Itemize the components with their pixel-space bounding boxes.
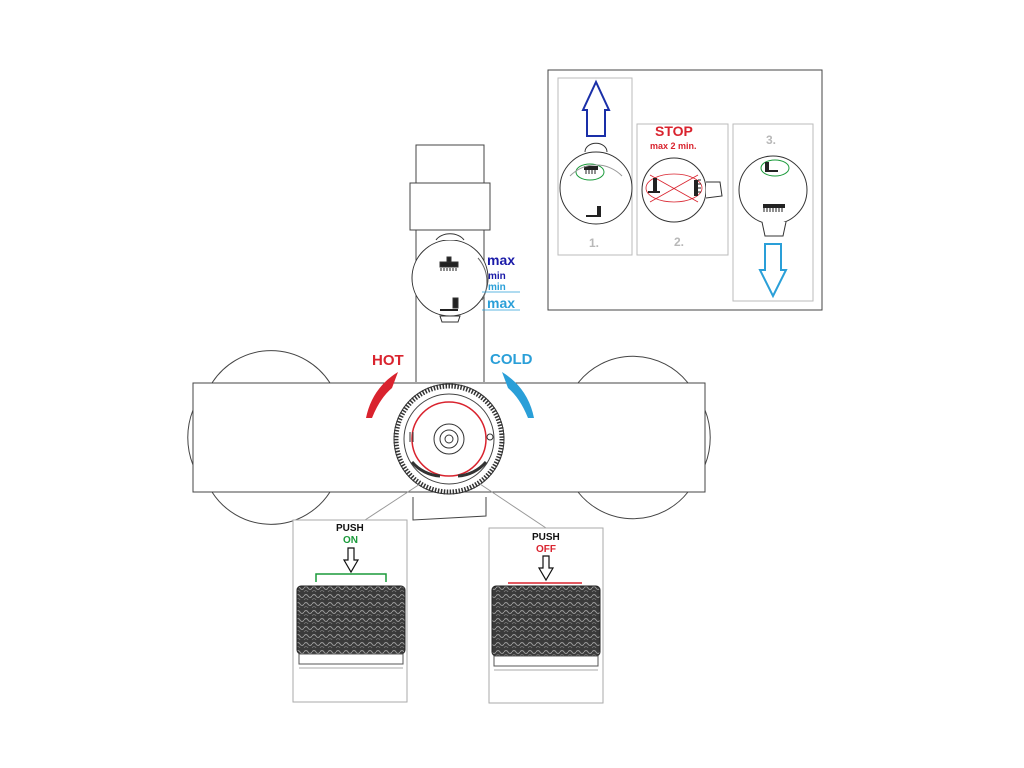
- step-2: [636, 123, 729, 256]
- thermostat-knob[interactable]: [393, 383, 505, 495]
- push-on-line1: PUSH: [336, 523, 364, 534]
- dial-min-top: min: [488, 271, 506, 282]
- dial-min-bottom: min: [488, 282, 506, 293]
- arrow-up-icon: [581, 79, 611, 137]
- push-arrow-icon: [537, 555, 555, 582]
- step2-number: 2.: [674, 235, 685, 249]
- shower-dial[interactable]: [411, 233, 520, 323]
- push-on-detail: [292, 519, 408, 703]
- step-3: [732, 123, 814, 302]
- dial-max-top: max: [487, 252, 516, 268]
- hot-arrow-icon: [366, 372, 398, 418]
- push-on-line2: ON: [343, 535, 358, 546]
- inset-panel: [547, 69, 823, 311]
- cold-label: COLD: [490, 351, 533, 368]
- shower-head-icon: [439, 256, 459, 271]
- push-arrow-icon: [342, 547, 360, 574]
- push-off-line1: PUSH: [532, 532, 560, 543]
- push-off-detail: [488, 527, 604, 704]
- riser-pipe: [409, 144, 491, 521]
- push-off-line2: OFF: [536, 544, 556, 555]
- hot-label: HOT: [372, 352, 404, 369]
- step-1: [557, 77, 633, 256]
- cross-icon: [649, 174, 699, 203]
- handheld-shower-icon: [440, 297, 459, 311]
- arrow-down-icon: [758, 243, 788, 299]
- step2-stop: STOP: [655, 123, 693, 139]
- step1-number: 1.: [589, 236, 600, 250]
- step2-note: max 2 min.: [650, 141, 697, 151]
- dial-max-bottom: max: [487, 295, 516, 311]
- step3-number: 3.: [766, 133, 777, 147]
- cold-arrow-icon: [502, 372, 534, 418]
